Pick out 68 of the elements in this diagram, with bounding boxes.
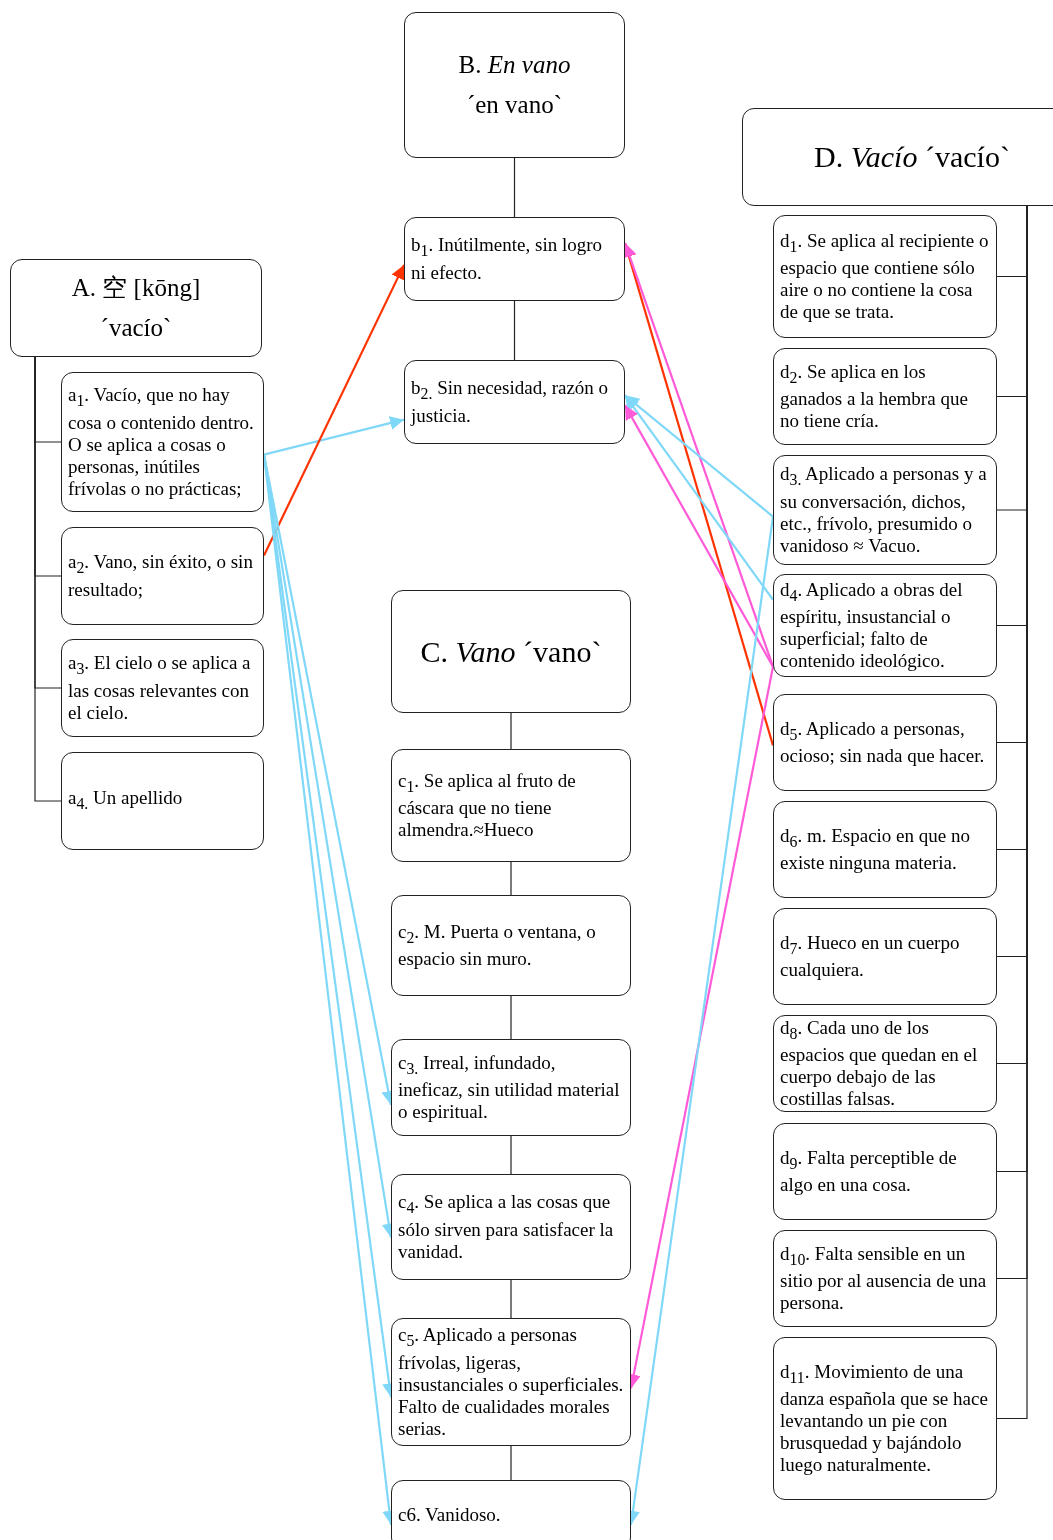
definition-text: b$_{1}$. Inútilmente, sin logro ni efecto. xyxy=(411,234,604,284)
definition-text: d$_{4}$. Aplicado a obras del espíritu, insustancial o superficial; falto de contenido ideológico. xyxy=(780,578,964,673)
definition-text: c$_{1}$. Se aplica al fruto de cáscara que no tiene almendra.≈Hueco xyxy=(398,769,577,842)
definition-box xyxy=(61,752,264,850)
connector-line xyxy=(513,300,516,361)
heading-text: ´vacío` xyxy=(100,313,172,343)
definition-text: d$_{11}$. Movimiento de una danza española que se hace levantando un pie con brusquedad y bajándolo luego naturalmente. xyxy=(780,1360,989,1477)
definition-text: d$_{6}$. m. Espacio en que no existe ninguna materia. xyxy=(780,824,971,875)
arrow xyxy=(624,394,774,518)
arrow xyxy=(263,416,405,456)
heading-box xyxy=(10,259,262,357)
arrow xyxy=(624,404,774,668)
definition-box xyxy=(61,527,264,625)
heading-text: C. Vano ´vano` xyxy=(420,633,602,670)
connector-line xyxy=(513,157,516,218)
definition-text: d$_{2}$. Se aplica en los ganados a la hembra que no tiene cría. xyxy=(780,360,969,433)
connector-line xyxy=(510,995,512,1040)
definition-box xyxy=(773,215,997,338)
heading-text: D. Vacío ´vacío` xyxy=(814,139,1010,175)
definition-text: c$_{2}$. M. Puerta o ventana, o espacio sin muro. xyxy=(398,920,597,971)
definition-box xyxy=(773,694,997,791)
heading-text: ´en vano` xyxy=(466,90,563,120)
definition-text: d$_{5}$. Aplicado a personas, ocioso; sin nada que hacer. xyxy=(780,717,986,768)
heading-box xyxy=(742,108,1053,206)
definition-box xyxy=(61,639,264,737)
connector-line xyxy=(510,1279,512,1319)
definition-box xyxy=(773,801,997,898)
definition-text: d$_{7}$. Hueco en un cuerpo cualquiera. xyxy=(780,931,961,982)
heading-box xyxy=(391,590,631,713)
definition-box xyxy=(391,1480,631,1540)
definition-box xyxy=(61,372,264,512)
definition-text: a$_{4.}$ Un apellido xyxy=(68,787,184,814)
definition-box xyxy=(773,1337,997,1500)
definition-text: a$_{2}$. Vano, sin éxito, o sin resultado; xyxy=(68,551,254,601)
definition-text: d$_{9}$. Falta perceptible de algo en una cosa. xyxy=(780,1146,958,1197)
definition-text: d$_{1}$. Se aplica al recipiente o espacio que contiene sólo aire o no contiene la cosa de que se trata. xyxy=(780,229,990,324)
definition-box xyxy=(773,455,997,565)
heading-text: B. En vano xyxy=(458,50,571,80)
definition-box xyxy=(391,1039,631,1136)
definition-box xyxy=(773,1230,997,1327)
connector-line xyxy=(510,861,512,896)
definition-box xyxy=(391,1174,631,1280)
definition-text: a$_{1}$. Vacío, que no hay cosa o contenido dentro. O se aplica a cosas o personas, inútiles frívolas o no prácticas; xyxy=(68,384,255,500)
arrow xyxy=(263,264,405,556)
arrow xyxy=(624,394,774,601)
definition-box xyxy=(404,217,625,301)
definition-box xyxy=(773,1123,997,1220)
heading-box xyxy=(404,12,625,158)
definition-box xyxy=(773,574,997,677)
connector-line xyxy=(510,1445,512,1481)
connector-line xyxy=(510,1135,512,1175)
definition-text: c$_{3.}$ Irreal, infundado, ineficaz, sin utilidad material o espiritual. xyxy=(398,1051,621,1124)
definition-box xyxy=(391,749,631,862)
definition-text: c$_{5}$. Aplicado a personas frívolas, ligeras, insustanciales o superficiales. Falto de cualidades morales serias. xyxy=(398,1324,624,1440)
definition-text: d$_{10}$. Falta sensible en un sitio por al ausencia de una persona. xyxy=(780,1242,988,1315)
definition-text: c$_{4}$. Se aplica a las cosas que sólo sirven para satisfacer la vanidad. xyxy=(398,1191,615,1263)
connector-line xyxy=(34,356,62,802)
definition-text: b$_{2.}$ Sin necesidad, razón o justicia. xyxy=(411,377,610,427)
definition-box xyxy=(773,348,997,445)
definition-text: d$_{3.}$ Aplicado a personas y a su conversación, dichos, etc., frívolo, presumido o vanidoso ≈ Vacuo. xyxy=(780,463,988,557)
heading-text: A. 空 [kōng] xyxy=(71,273,201,303)
definition-box xyxy=(404,360,625,444)
connector-line xyxy=(510,712,512,750)
definition-text: a$_{3}$. El cielo o se aplica a las cosas relevantes con el cielo. xyxy=(68,652,252,724)
definition-box xyxy=(391,895,631,996)
definition-text: c6. Vanidoso. xyxy=(398,1504,502,1526)
definition-text: d$_{8}$. Cada uno de los espacios que quedan en el cuerpo debajo de las costillas falsas. xyxy=(780,1016,979,1111)
definition-box xyxy=(773,908,997,1005)
